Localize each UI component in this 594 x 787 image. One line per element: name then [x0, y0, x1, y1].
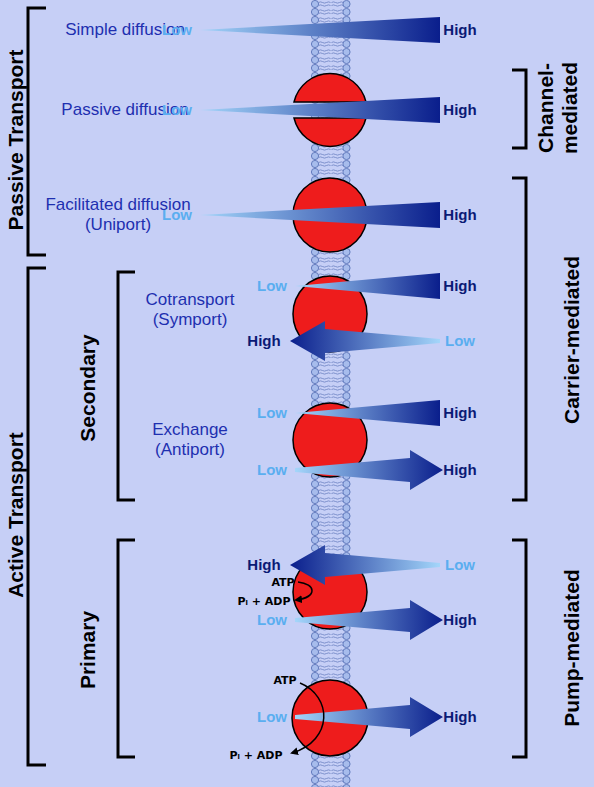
gradient-wedge: [200, 202, 440, 228]
concentration-label: Low: [257, 404, 287, 421]
concentration-label: High: [443, 101, 476, 118]
gradient-wedge: [200, 97, 440, 123]
molecule-label: ATP: [273, 675, 296, 688]
molecule-label: Pᵢ + ADP: [237, 596, 290, 609]
gradient-wedge: [200, 17, 440, 43]
concentration-label: Low: [257, 611, 287, 628]
category-label: Passive Transport: [4, 50, 28, 231]
gradient-arrow: [295, 450, 443, 490]
bracket: [512, 70, 526, 148]
gradient-arrow: [290, 321, 440, 361]
bracket: [118, 272, 135, 500]
concentration-label: Low: [445, 556, 475, 573]
gradient-arrow: [295, 697, 443, 737]
atp-hydrolysis-arrows: [292, 582, 324, 753]
concentration-label: Low: [162, 206, 192, 223]
gradient-arrow: [290, 545, 440, 585]
category-label: Channel- mediated: [534, 56, 582, 161]
atp-arrow: [296, 582, 312, 600]
gradient-wedge: [295, 400, 440, 426]
molecule-label: ATP: [271, 577, 294, 590]
concentration-label: Low: [257, 461, 287, 478]
channel-protein: [294, 118, 366, 146]
concentration-label: Low: [445, 332, 475, 349]
category-label: Carrier-mediated: [560, 256, 584, 424]
bracket: [28, 268, 46, 765]
bracket: [28, 8, 46, 255]
concentration-label: High: [443, 206, 476, 223]
concentration-label: Low: [162, 21, 192, 38]
concentration-label: High: [443, 708, 476, 725]
concentration-label: High: [247, 332, 280, 349]
concentration-label: High: [443, 461, 476, 478]
bracket: [512, 540, 526, 757]
concentration-label: High: [443, 277, 476, 294]
category-label: Primary: [76, 611, 100, 689]
gradient-wedge: [295, 273, 440, 299]
category-label: Pump-mediated: [560, 569, 584, 727]
concentration-label: Low: [162, 101, 192, 118]
gradient-arrows: [200, 17, 443, 737]
brackets: [28, 8, 526, 765]
molecule-label: Pᵢ + ADP: [229, 750, 282, 763]
bracket: [118, 540, 135, 757]
concentration-label: High: [247, 556, 280, 573]
concentration-label: High: [443, 404, 476, 421]
atp-arrow: [292, 683, 324, 753]
concentration-label: High: [443, 21, 476, 38]
concentration-label: High: [443, 611, 476, 628]
category-label: Secondary: [76, 334, 100, 441]
concentration-label: Low: [257, 277, 287, 294]
bracket: [512, 178, 526, 500]
gradient-arrow: [295, 600, 443, 640]
category-label: Active Transport: [4, 432, 28, 598]
concentration-label: Low: [257, 708, 287, 725]
process-label: Cotransport (Symport): [130, 290, 250, 329]
channel-protein: [294, 74, 366, 102]
process-label: Exchange (Antiport): [130, 420, 250, 459]
